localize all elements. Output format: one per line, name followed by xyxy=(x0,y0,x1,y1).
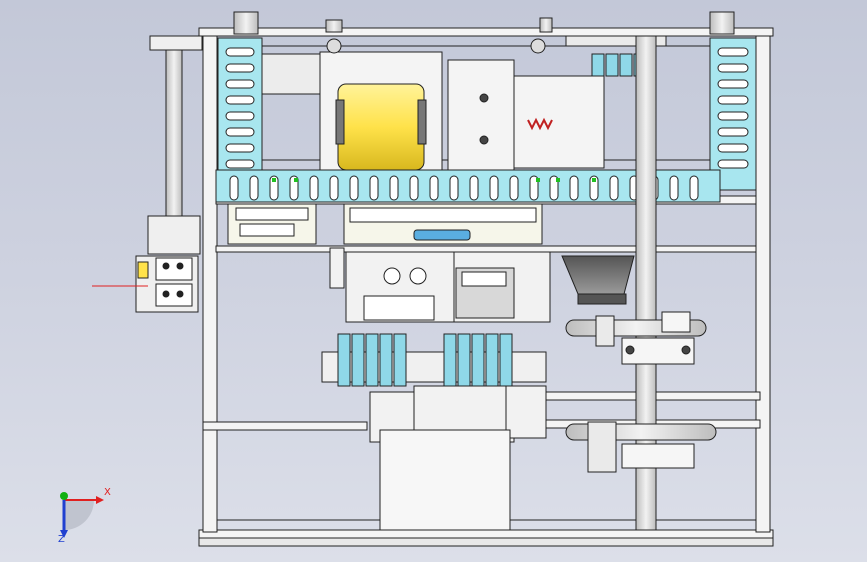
spring xyxy=(527,117,553,131)
terminal-block-left xyxy=(227,203,317,245)
x-axis-label: X xyxy=(104,487,111,498)
axis-triad-icon: X Z xyxy=(46,482,116,545)
motor-block xyxy=(329,247,551,323)
valve-bank xyxy=(321,333,547,387)
top-pillars xyxy=(233,11,735,35)
right-poles xyxy=(565,35,717,531)
z-axis-label: Z xyxy=(58,534,65,545)
lower-motor xyxy=(369,385,547,531)
top-mechanism xyxy=(261,35,667,173)
hopper xyxy=(561,255,635,305)
yellow-cylinder xyxy=(335,83,427,171)
left-rail xyxy=(135,35,203,313)
right-cable-chain xyxy=(709,37,757,191)
terminal-block-main xyxy=(343,203,543,245)
left-cable-chain xyxy=(217,37,263,191)
